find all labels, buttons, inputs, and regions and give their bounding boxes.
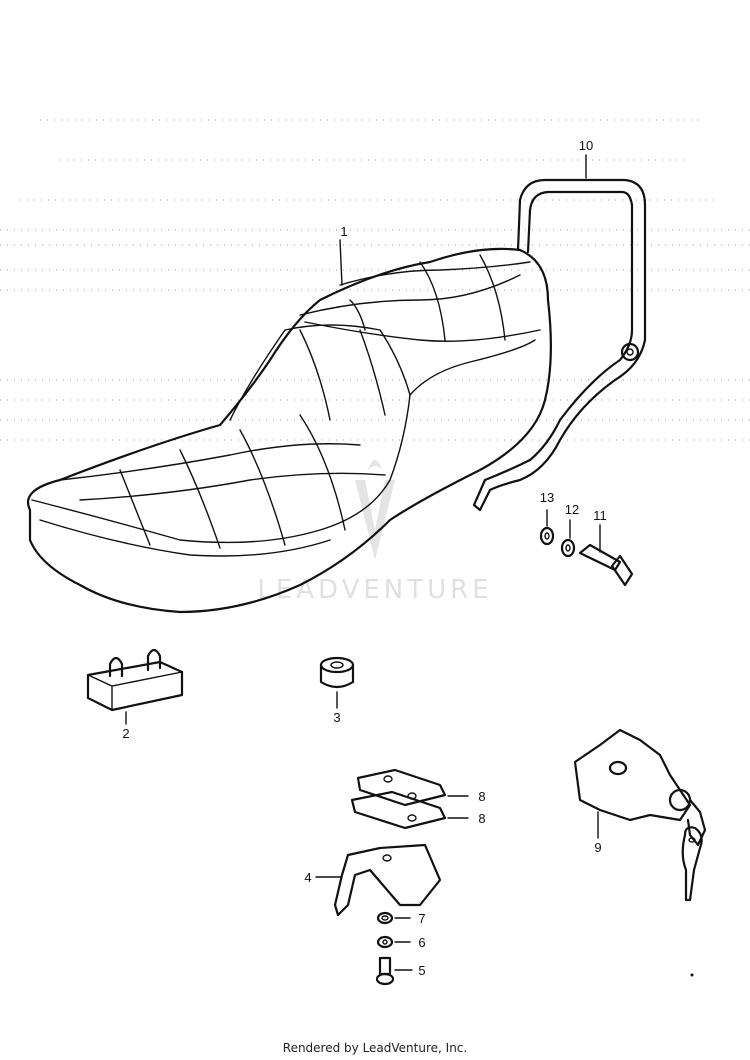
label-part-4: 4 <box>304 870 311 885</box>
label-part-2: 2 <box>122 726 129 741</box>
label-part-8a: 8 <box>478 789 485 804</box>
label-part-11: 11 <box>593 508 607 523</box>
washer-part-12 <box>560 519 576 558</box>
label-part-5: 5 <box>418 963 425 978</box>
watermark-text: LEADVENTURE <box>257 575 492 605</box>
nut-part-7 <box>376 911 411 925</box>
watermark: LEADVENTURE <box>257 460 492 605</box>
rubber-pad-part-2 <box>86 648 184 725</box>
seat-part-1 <box>27 239 552 614</box>
grab-rail-part-10 <box>472 154 647 512</box>
label-part-10: 10 <box>579 138 593 153</box>
bolt-part-11 <box>578 524 634 587</box>
label-part-9: 9 <box>594 840 601 855</box>
label-part-12: 12 <box>565 502 579 517</box>
label-part-1: 1 <box>340 224 347 239</box>
seat-lock-part-9 <box>573 728 707 902</box>
plate-part-8 <box>350 768 469 830</box>
washer-part-13 <box>539 509 555 546</box>
bracket-part-4 <box>315 843 442 917</box>
label-part-7: 7 <box>418 911 425 926</box>
label-part-8b: 8 <box>478 811 485 826</box>
washer-part-6 <box>376 935 411 949</box>
watermark-logo-icon <box>355 480 395 560</box>
label-part-6: 6 <box>418 935 425 950</box>
part-labels: 1 2 3 4 5 6 7 8 8 9 10 11 12 13 <box>122 138 606 978</box>
label-part-3: 3 <box>333 710 340 725</box>
bolt-part-5 <box>375 956 413 986</box>
footer-credit: Rendered by LeadVenture, Inc. <box>282 1041 468 1055</box>
scan-noise <box>0 119 750 441</box>
cushion-part-3 <box>319 656 355 709</box>
label-part-13: 13 <box>540 490 554 505</box>
